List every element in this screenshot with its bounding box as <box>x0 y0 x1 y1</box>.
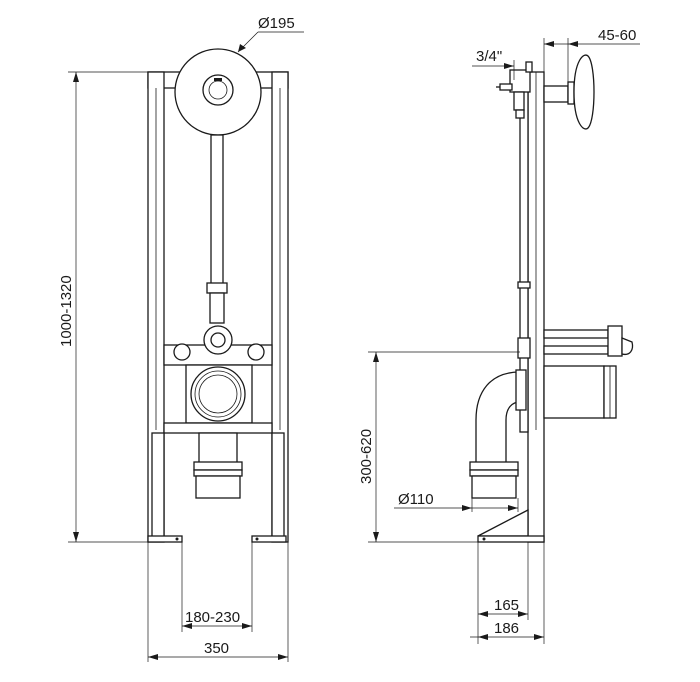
label-outlet-diameter: Ø110 <box>398 491 434 508</box>
inlet-valve <box>509 69 531 93</box>
waste-pipe-ring-1 <box>193 461 243 471</box>
wc-support-bar-upper <box>543 329 609 339</box>
front-view <box>147 48 289 543</box>
label-foot-spacing: 180-230 <box>185 609 240 626</box>
label-outlet-height: 300-620 <box>358 429 375 484</box>
frame-lower-bar <box>163 422 273 434</box>
wc-support-bar-lower <box>543 345 609 355</box>
side-foot <box>477 535 545 543</box>
label-flush-plate-diameter: Ø195 <box>258 15 295 32</box>
front-dimensions: Ø195 1000-1320 180-230 350 <box>58 15 304 662</box>
mounting-bolt-right <box>247 343 265 361</box>
label-water-inlet: 3/4" <box>476 48 502 65</box>
flush-plate-side <box>573 54 595 130</box>
right-foot <box>251 535 287 543</box>
side-dimensions: 3/4" 45-60 300-620 Ø110 165 18 <box>358 27 640 644</box>
flush-actuator <box>543 85 569 103</box>
label-frame-width: 350 <box>204 640 229 657</box>
right-leg <box>271 432 285 539</box>
waste-pipe <box>198 432 238 464</box>
mounting-bolt-left <box>173 343 191 361</box>
side-foot-brace <box>477 508 529 537</box>
pipe-coupling <box>206 282 228 294</box>
label-frame-depth: 186 <box>494 620 519 637</box>
waste-pipe-end <box>195 475 241 499</box>
flush-pipe <box>210 134 224 286</box>
wc-bolt-end <box>607 325 623 357</box>
waste-elbow <box>475 371 521 466</box>
left-leg <box>151 432 165 539</box>
waste-pipe-ring-2 <box>193 469 243 477</box>
flush-button <box>202 74 234 106</box>
label-foot-depth: 165 <box>494 597 519 614</box>
pipe-lower-section <box>209 292 225 324</box>
side-waste-end <box>471 475 517 499</box>
side-waste-ring-2 <box>469 469 519 477</box>
label-plate-projection: 45-60 <box>598 27 636 44</box>
left-foot <box>147 535 183 543</box>
label-overall-height: 1000-1320 <box>58 275 75 347</box>
side-waste-ring-1 <box>469 461 519 471</box>
side-view <box>469 54 634 543</box>
wc-connector-pipe <box>543 365 605 419</box>
